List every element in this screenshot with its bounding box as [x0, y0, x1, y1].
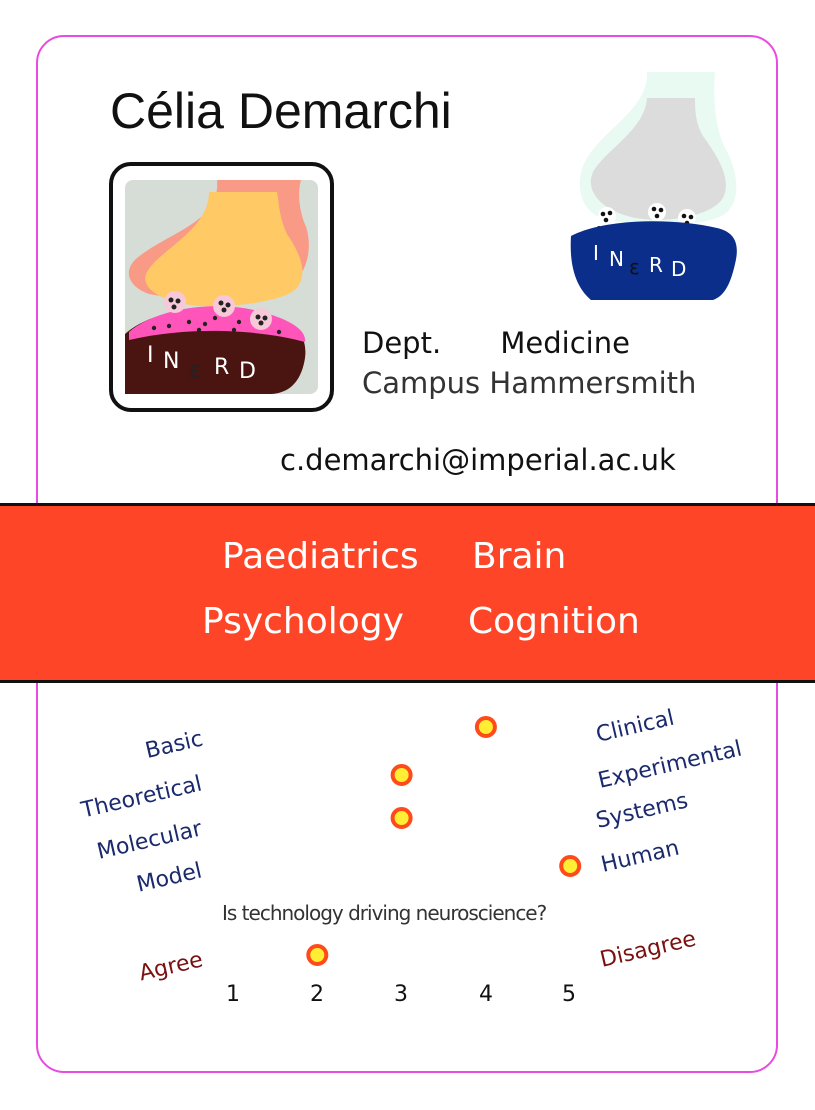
rating-dot	[559, 855, 582, 877]
scale-number: 5	[562, 982, 576, 1007]
rating-dot	[390, 764, 413, 786]
svg-text:N: N	[163, 349, 179, 374]
svg-text:I: I	[593, 241, 599, 265]
keyword-2: Brain	[472, 536, 567, 577]
svg-text:R: R	[214, 355, 229, 380]
campus: Campus Hammersmith	[362, 366, 697, 400]
keyword-3: Psychology	[202, 601, 404, 642]
svg-text:N: N	[609, 247, 624, 271]
dept-label: Dept.	[362, 326, 442, 360]
email: c.demarchi@imperial.ac.uk	[280, 443, 676, 477]
scale-number: 2	[310, 982, 324, 1007]
svg-text:I: I	[147, 343, 154, 368]
scale-number: 1	[226, 982, 240, 1007]
svg-text:ε: ε	[629, 255, 640, 279]
scale-left-label: Molecular	[95, 816, 206, 865]
dept-value: Medicine	[500, 326, 630, 360]
rating-dot	[306, 944, 329, 966]
scale-left-label: Basic	[143, 726, 205, 763]
question-left-label: Agree	[137, 947, 206, 986]
inerd-logo-right: I N ε R D	[570, 72, 737, 300]
svg-text:D: D	[239, 359, 256, 384]
inerd-logo-left: I N ε R D	[109, 162, 334, 412]
keyword-band	[0, 503, 815, 683]
scale-left-label: Theoretical	[78, 771, 204, 823]
department: Dept. Medicine	[362, 326, 630, 360]
keyword-1: Paediatrics	[222, 536, 419, 577]
scale-number: 3	[394, 982, 408, 1007]
question-right-label: Disagree	[598, 927, 699, 973]
survey-question: Is technology driving neuroscience?	[222, 901, 547, 925]
rating-dot	[390, 807, 413, 829]
scale-right-label: Experimental	[596, 736, 745, 793]
person-name: Célia Demarchi	[110, 83, 452, 139]
svg-text:R: R	[649, 253, 663, 277]
scale-right-label: Clinical	[594, 706, 677, 748]
rating-dot	[474, 716, 497, 738]
scale-left-label: Model	[134, 858, 204, 897]
scale-right-label: Systems	[594, 788, 691, 833]
survey-scales: Basic Clinical Theoretical Experimental …	[78, 706, 745, 987]
svg-text:ε: ε	[189, 358, 201, 383]
keyword-4: Cognition	[468, 601, 640, 642]
scale-right-label: Human	[599, 836, 682, 878]
svg-text:D: D	[671, 257, 686, 281]
scale-number: 4	[479, 982, 493, 1007]
